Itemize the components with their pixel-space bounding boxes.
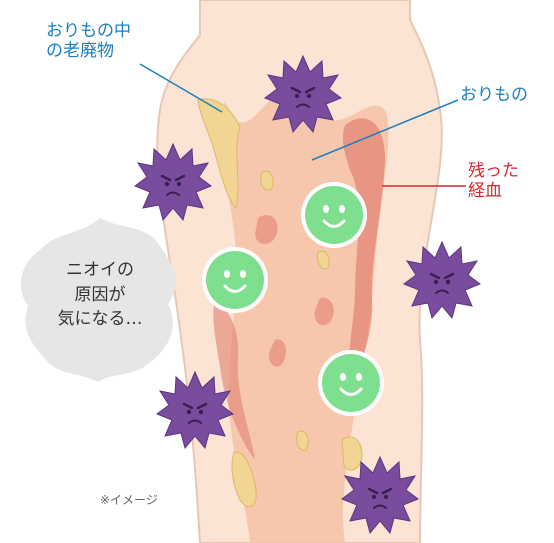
label-debris-line2: の老廃物 [46,40,114,61]
bubble-line: 原因が [74,284,126,305]
pointer-line-discharge [311,99,459,161]
bubble-line: 気になる… [57,309,143,330]
label-debris: おりもの中 の老廃物 [46,21,131,61]
debris-left-bottom [231,451,257,508]
blood-spot [268,339,286,367]
debris-right-bottom [341,436,363,471]
bubble-line: ニオイの [66,260,134,280]
debris-spot [260,170,274,191]
blood-spot [314,297,334,326]
debris-spot [317,250,330,270]
speech-bubble-text: ニオイの 原因が 気になる… [28,258,172,332]
residual-blood-left [213,300,255,460]
image-note: ※イメージ [100,493,158,507]
pointer-line-debris [139,63,223,113]
blood-spot [255,215,278,245]
smiley-bacteria-icon [316,348,386,418]
smiley-bacteria-icon [200,245,270,315]
debris-spot [296,430,309,451]
label-residual-blood: 残った 経血 [468,161,519,201]
label-debris-line1: おりもの中 [46,21,131,41]
speech-bubble [20,218,176,382]
smiley-bacteria-icon [299,180,369,250]
debris-left-top [197,98,241,210]
label-discharge: おりもの [460,85,528,105]
label-residual-blood-line2: 経血 [468,180,502,201]
label-residual-blood-line1: 残った [468,161,519,181]
residual-blood-right [342,118,385,390]
